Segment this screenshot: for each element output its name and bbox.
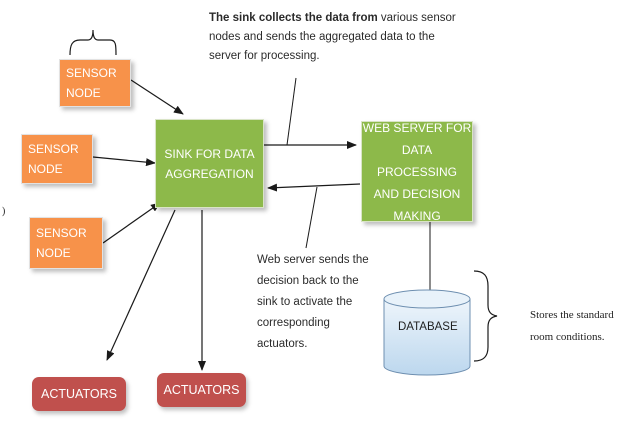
- server-note-line4: corresponding: [257, 317, 330, 329]
- arrow-sensor1-to-sink: [130, 79, 184, 115]
- server-note-line1: Web server sends the: [257, 254, 369, 266]
- sink-note-line1: The sink collects the data from various …: [209, 9, 469, 28]
- sensor-node-2-line2: NODE: [28, 162, 63, 176]
- database-cylinder: [383, 289, 471, 376]
- arrow-sink-to-actuator1: [106, 209, 176, 361]
- database-brace: [473, 270, 498, 362]
- sensor-node-3: SENSOR NODE: [29, 217, 103, 269]
- database-note: Stores the standard room conditions.: [530, 304, 622, 348]
- sink-note-rest: various sensor: [377, 12, 456, 24]
- server-line4: MAKING: [393, 208, 441, 223]
- actuator-1: ACTUATORS: [32, 377, 126, 411]
- sensor-group-brace: [69, 29, 117, 56]
- actuator-1-label: ACTUATORS: [41, 387, 117, 401]
- sensor-node-1-line1: SENSOR: [66, 66, 117, 80]
- sink-note: The sink collects the data from various …: [209, 9, 469, 66]
- sink-note-bold: The sink collects the data from: [209, 12, 378, 24]
- sensor-node-1: SENSOR NODE: [59, 59, 131, 107]
- arrow-sensor2-to-sink: [92, 156, 156, 167]
- sink-box: SINK FOR DATA AGGREGATION: [155, 119, 264, 208]
- sensor-node-1-line2: NODE: [66, 86, 101, 100]
- server-line1: WEB SERVER FOR: [362, 120, 472, 135]
- stray-mark: ): [2, 206, 6, 217]
- sensor-node-3-line1: SENSOR: [36, 226, 87, 240]
- sink-note-line2: nodes and sends the aggregated data to t…: [209, 31, 435, 43]
- arrow-sensor3-to-sink: [102, 202, 161, 244]
- arrow-server-to-sink: [267, 183, 361, 192]
- server-note-line5: actuators.: [257, 338, 308, 350]
- sensor-node-2: SENSOR NODE: [21, 134, 93, 184]
- sensor-node-2-line1: SENSOR: [28, 142, 79, 156]
- database-note-line1: Stores the standard: [530, 309, 614, 321]
- server-line3: AND DECISION: [373, 186, 461, 201]
- callout-line-server-note: [305, 186, 318, 249]
- server-line2: DATA PROCESSING: [376, 142, 457, 179]
- database-label: DATABASE: [398, 321, 458, 333]
- actuator-2: ACTUATORS: [157, 373, 246, 407]
- callout-line-sink-note: [286, 77, 297, 146]
- web-server-box: WEB SERVER FOR DATA PROCESSING AND DECIS…: [361, 121, 473, 223]
- server-note-line3: sink to activate the: [257, 296, 353, 308]
- actuator-2-label: ACTUATORS: [163, 383, 240, 397]
- sink-note-line3: server for processing.: [209, 50, 320, 62]
- sink-line2: AGGREGATION: [165, 166, 254, 181]
- server-note: Web server sends the decision back to th…: [257, 250, 387, 355]
- sink-line1: SINK FOR DATA: [164, 146, 255, 161]
- server-note-line2: decision back to the: [257, 275, 359, 287]
- database-note-line2: room conditions.: [530, 331, 605, 343]
- sensor-node-3-line2: NODE: [36, 246, 71, 260]
